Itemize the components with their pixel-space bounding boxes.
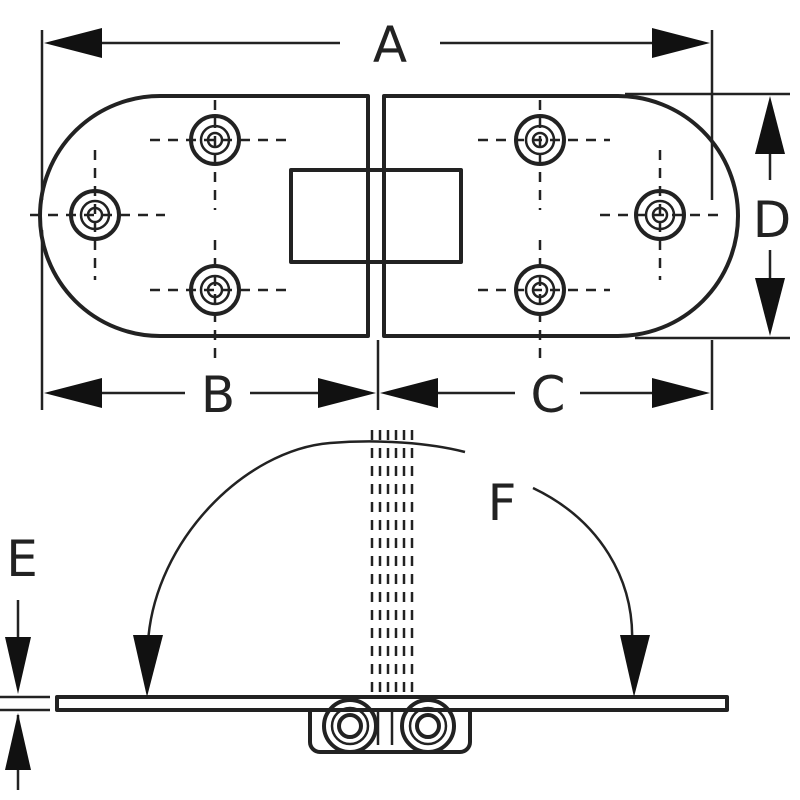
hole-centerlines <box>30 100 720 360</box>
screw-hole <box>514 114 566 166</box>
screw-hole <box>189 264 241 316</box>
label-f: F <box>488 474 517 532</box>
dimension-c: C <box>380 340 714 424</box>
screw-hole <box>634 189 686 241</box>
dimension-e: E <box>0 530 50 790</box>
label-c: C <box>531 366 566 424</box>
dimension-f: F <box>133 440 650 697</box>
hinge-barrel <box>322 698 378 754</box>
screw-hole <box>69 189 121 241</box>
side-view <box>55 430 729 754</box>
dimension-d: D <box>625 92 792 340</box>
side-plate <box>55 695 729 712</box>
knuckle-housing <box>308 708 472 754</box>
label-d: D <box>753 191 792 249</box>
hinge-barrel <box>400 698 456 754</box>
knuckle-block <box>289 168 463 264</box>
top-view <box>30 94 740 360</box>
right-leaf-outline <box>382 94 740 338</box>
label-e: E <box>6 530 38 588</box>
left-leaf-outline <box>38 94 370 338</box>
dimension-b: B <box>40 230 380 424</box>
dimension-a: A <box>40 16 714 200</box>
screw-hole <box>189 114 241 166</box>
screw-hole <box>514 264 566 316</box>
folded-leaf-phantom <box>370 430 414 695</box>
label-a: A <box>373 16 407 74</box>
label-b: B <box>201 366 235 424</box>
